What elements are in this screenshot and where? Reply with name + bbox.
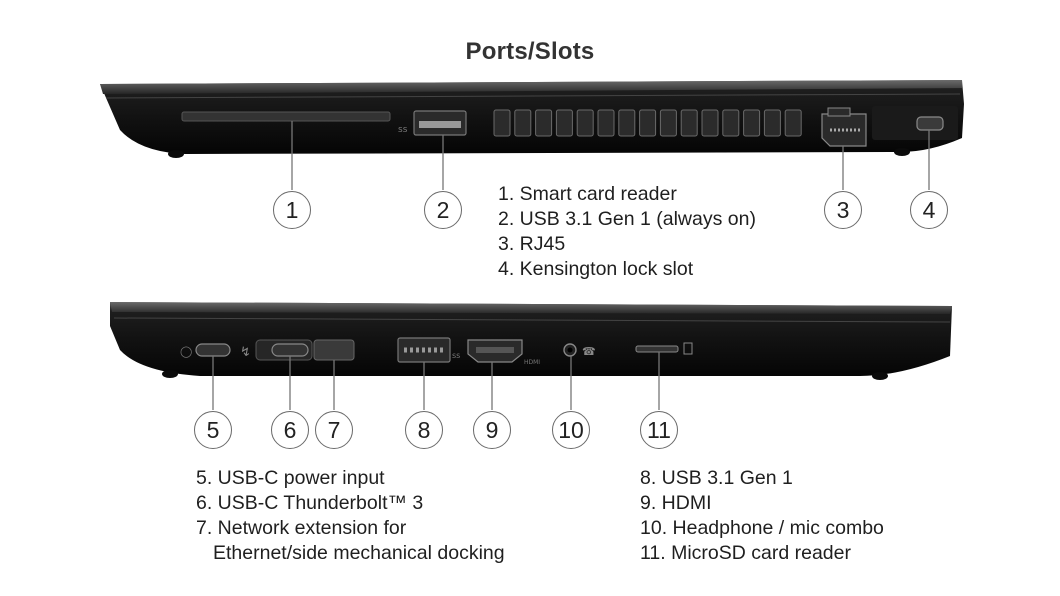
vent-slot — [514, 109, 532, 137]
vent-slot — [659, 109, 677, 137]
callout-5: 5 — [194, 411, 232, 449]
callout-4: 4 — [910, 191, 948, 229]
legend-top: 1. Smart card reader 2. USB 3.1 Gen 1 (a… — [498, 182, 756, 282]
vent-slot — [493, 109, 511, 137]
laptop-right-side: ss — [100, 80, 964, 158]
svg-text:◯: ◯ — [180, 345, 192, 358]
diagram-title: Ports/Slots — [465, 38, 595, 65]
legend-item-7: 7. Network extension for Ethernet/side m… — [196, 516, 505, 566]
usb-a-port-always-on: ss — [398, 110, 467, 136]
hdmi-port: HDMI — [467, 339, 540, 366]
callout-3: 3 — [824, 191, 862, 229]
microsd-slot — [635, 342, 693, 355]
callout-1: 1 — [273, 191, 311, 229]
usb-c-thunderbolt-port: ↯ — [240, 339, 313, 361]
svg-text:HDMI: HDMI — [524, 359, 540, 366]
legend-item-6: 6. USB-C Thunderbolt™ 3 — [196, 492, 424, 514]
legend-bottom-left: 5. USB-C power input 6. USB-C Thunderbol… — [196, 466, 505, 566]
usb-a-port: ss — [397, 337, 460, 363]
legend-item-3: 3. RJ45 — [498, 233, 566, 255]
vent-slot — [722, 109, 740, 137]
vent-slot — [743, 109, 761, 137]
callout-8: 8 — [405, 411, 443, 449]
vent-slot — [555, 109, 573, 137]
callout-7: 7 — [315, 411, 353, 449]
vent-slot — [784, 109, 802, 137]
vent-slot — [618, 109, 636, 137]
vent-slot — [535, 109, 553, 137]
callout-2: 2 — [424, 191, 462, 229]
usb-c-power-port: ◯ — [180, 343, 231, 358]
leader-lines-top — [291, 121, 930, 190]
legend-item-2: 2. USB 3.1 Gen 1 (always on) — [498, 208, 756, 230]
svg-text:↯: ↯ — [240, 345, 251, 360]
leader-lines-bottom — [212, 352, 660, 410]
legend-item-1: 1. Smart card reader — [498, 183, 677, 205]
legend-item-8: 8. USB 3.1 Gen 1 — [640, 467, 793, 489]
svg-text:☎: ☎ — [582, 345, 596, 358]
legend-item-5: 5. USB-C power input — [196, 467, 385, 489]
callout-9: 9 — [473, 411, 511, 449]
headphone-mic-jack: ☎ — [563, 343, 596, 358]
vent-slot — [597, 109, 615, 137]
callout-10: 10 — [552, 411, 590, 449]
vent-slot — [639, 109, 657, 137]
legend-item-11: 11. MicroSD card reader — [640, 542, 851, 564]
vent-slot — [763, 109, 781, 137]
legend-item-4: 4. Kensington lock slot — [498, 258, 694, 280]
smart-card-slot — [181, 111, 391, 122]
legend-item-7-line2: Ethernet/side mechanical docking — [213, 542, 505, 564]
network-extension-port — [313, 339, 355, 361]
air-vents — [493, 109, 802, 137]
callout-11: 11 — [640, 411, 678, 449]
legend-item-9: 9. HDMI — [640, 492, 712, 514]
svg-text:ss: ss — [452, 351, 460, 360]
callout-6: 6 — [271, 411, 309, 449]
svg-text:ss: ss — [398, 125, 408, 135]
rj45-port — [821, 107, 867, 147]
legend-item-7-line1: 7. Network extension for — [196, 517, 407, 539]
legend-item-10: 10. Headphone / mic combo — [640, 517, 884, 539]
vent-slot — [680, 109, 698, 137]
kensington-lock-slot — [872, 106, 958, 140]
laptop-left-side: ◯ ↯ ss HDMI ☎ — [110, 302, 952, 380]
vent-slot — [701, 109, 719, 137]
legend-bottom-right: 8. USB 3.1 Gen 1 9. HDMI 10. Headphone /… — [640, 466, 884, 566]
vent-slot — [576, 109, 594, 137]
